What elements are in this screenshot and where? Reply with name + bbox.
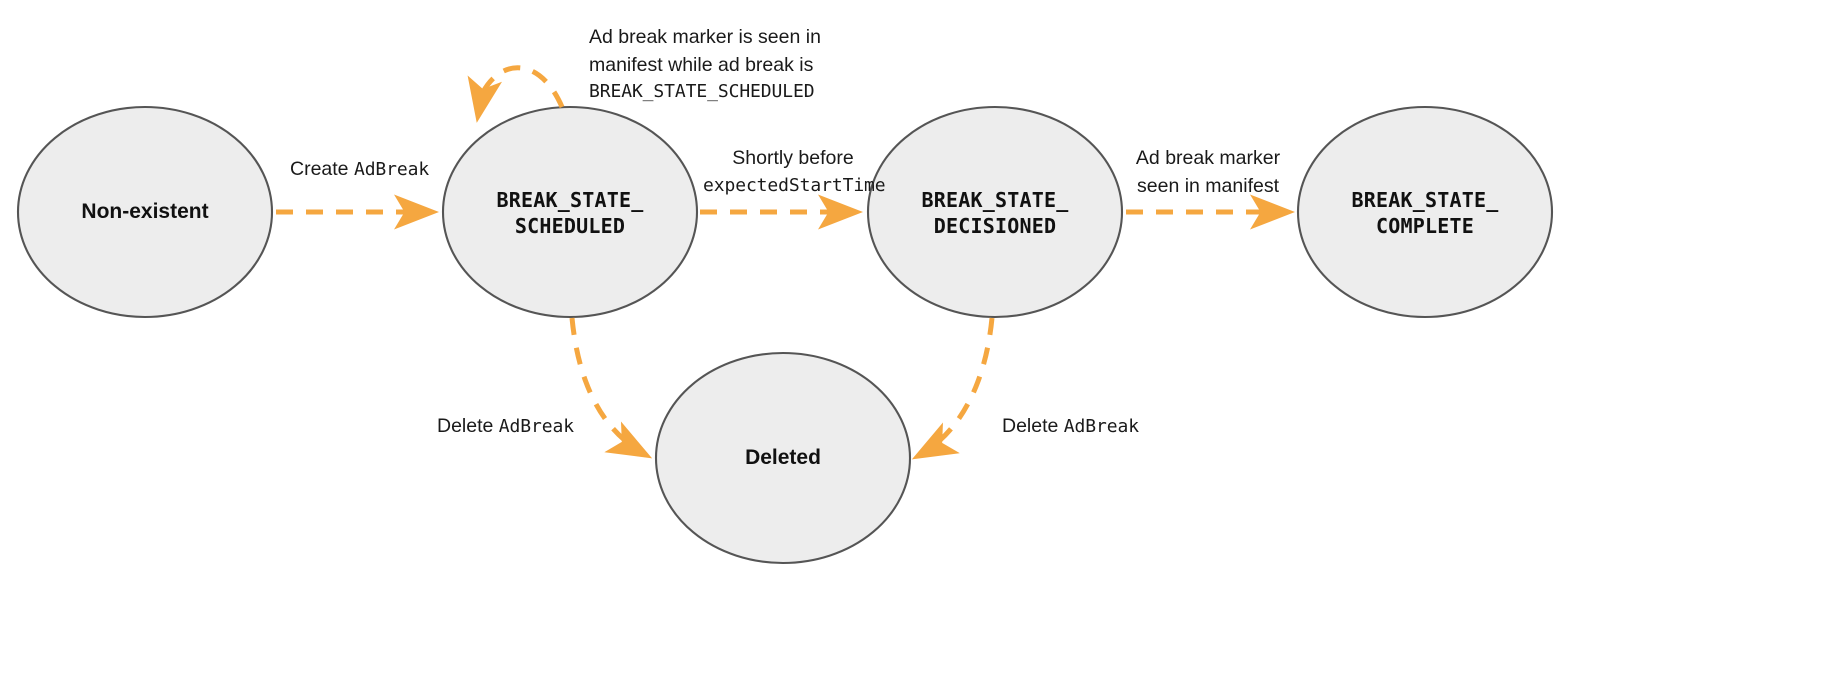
edge-label-text-mono: AdBreak (353, 159, 430, 180)
edge-label-line-2: manifest while ad break is (589, 53, 814, 76)
edge-label-text-sans: Delete (437, 415, 499, 437)
edge-label-line-1: Ad break marker is seen in (589, 26, 821, 48)
edge-decisioned-to-deleted[interactable] (911, 317, 995, 460)
edge-label-decisioned-to-deleted: Delete AdBreak (1002, 413, 1139, 441)
node-break-state-complete[interactable] (1296, 105, 1554, 319)
edge-label-text-sans: Create (290, 158, 354, 180)
edge-label-line-1: Ad break marker (1135, 147, 1281, 169)
edge-label-scheduled-to-decisioned: Shortly before expectedStartTime (703, 145, 886, 198)
edge-label-create-adbreak: Create AdBreak (290, 156, 429, 184)
edge-scheduled-to-deleted[interactable] (569, 317, 653, 459)
edge-label-line-1: Shortly before (732, 147, 854, 169)
edge-self-loop-scheduled[interactable] (467, 65, 565, 123)
edge-label-text-mono: AdBreak (498, 416, 574, 437)
node-break-state-scheduled[interactable] (441, 105, 699, 319)
edge-label-line-3: BREAK_STATE_SCHEDULED (589, 81, 815, 103)
edge-label-scheduled-to-deleted: Delete AdBreak (437, 413, 574, 441)
node-deleted[interactable] (654, 351, 912, 565)
node-break-state-decisioned[interactable] (866, 105, 1124, 319)
edge-label-text-sans: Delete (1002, 415, 1064, 437)
edge-label-line-2: expectedStartTime (703, 174, 886, 196)
edge-label-decisioned-to-complete: Ad break marker seen in manifest (1128, 145, 1288, 200)
node-non-existent[interactable] (16, 105, 274, 319)
edge-label-self-loop-scheduled: Ad break marker is seen in manifest whil… (589, 24, 821, 105)
edge-label-text-mono: AdBreak (1063, 416, 1139, 437)
edge-label-line-2: seen in manifest (1137, 174, 1279, 197)
